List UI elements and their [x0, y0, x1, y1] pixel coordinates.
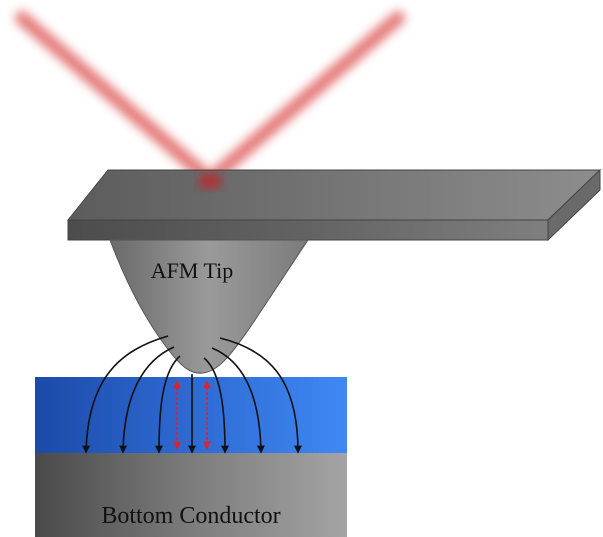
dipole-arrows: [173, 380, 211, 450]
field-line: [82, 335, 169, 454]
bottom-conductor-label: Bottom Conductor: [101, 503, 280, 529]
laser-spot: [198, 173, 222, 189]
bottom-conductor: [35, 453, 347, 537]
field-line: [119, 346, 175, 454]
cantilever: [66, 168, 602, 242]
field-line: [211, 347, 265, 454]
field-line: [219, 337, 302, 454]
laser-beam: [15, 11, 405, 187]
laser-reflected: [203, 11, 405, 187]
field-line: [203, 357, 229, 454]
cantilever-top: [66, 169, 602, 221]
field-line: [155, 355, 181, 454]
tip-body: [109, 239, 309, 374]
cantilever-front: [67, 219, 549, 241]
afm-tip: AFM Tip: [109, 239, 309, 374]
tip-label: AFM Tip: [151, 258, 234, 283]
thin-film: [35, 377, 347, 453]
laser-incident: [15, 11, 217, 187]
field-lines: [82, 335, 302, 454]
